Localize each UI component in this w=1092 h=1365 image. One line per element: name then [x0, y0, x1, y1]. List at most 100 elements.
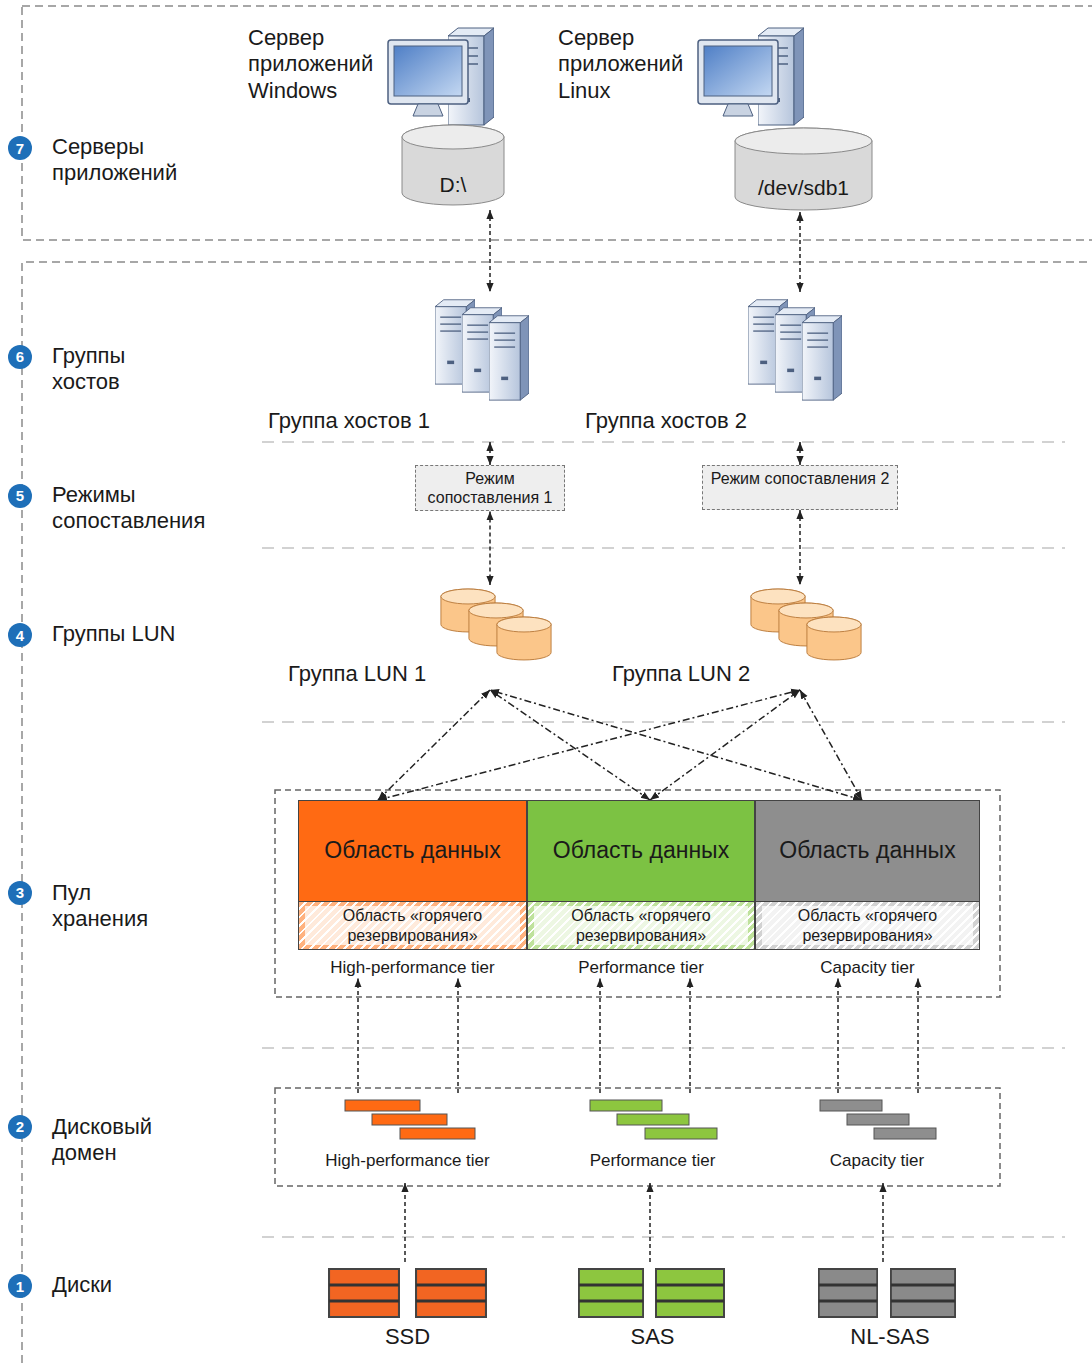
node-text: Область «горячего резервирования» [534, 906, 748, 944]
layer-label: Группы хостов [52, 343, 182, 396]
disk-domain-tier: Performance tier [565, 1093, 742, 1183]
connector-arrow [689, 978, 691, 1093]
host-group-icon [435, 300, 842, 400]
disk-icon-part [416, 1269, 486, 1317]
group-outline-part [275, 1088, 1000, 1186]
data-area: Область данных [299, 801, 526, 901]
lun-group: Группа LUN 2 [610, 585, 875, 690]
connector-arrow [599, 978, 601, 1093]
pool-tier: Область данныхОбласть «горячего резервир… [527, 800, 755, 978]
windows-server-icon [388, 28, 504, 205]
tier-area: Область данныхОбласть «горячего резервир… [298, 800, 527, 950]
group-outline [275, 790, 1000, 1186]
layer-separator [262, 442, 1065, 1237]
node-text: Область «горячего резервирования» [762, 906, 973, 944]
host-group: Группа хостов 1 [268, 292, 538, 442]
data-area: Область данных [528, 801, 754, 901]
disk-domain-tier: Capacity tier [812, 1093, 944, 1183]
connector-arrow [378, 690, 490, 800]
node-text: SSD [320, 1324, 495, 1350]
connector-arrow [649, 1183, 651, 1262]
node-text: Группа LUN 1 [288, 661, 426, 687]
callout-number: 4 [8, 623, 32, 647]
mapping-box: Режим сопоставления 2 [702, 465, 898, 510]
windows-server-icon-part [388, 40, 468, 104]
connector-arrow [800, 690, 862, 800]
group-outline-part [275, 790, 1000, 997]
layer-separator-part [262, 547, 1065, 549]
layer-label: Дисковый домен [52, 1114, 177, 1167]
connector-arrow [489, 442, 491, 465]
connector-arrow [457, 978, 459, 1093]
hot-spare-area: Область «горячего резервирования» [528, 901, 754, 949]
connector-arrow [799, 442, 801, 465]
connector-arrow [489, 511, 491, 585]
region-outline-part [22, 262, 1092, 1365]
callout-number: 2 [8, 1115, 32, 1139]
tier-stack-icon-part [874, 1128, 936, 1139]
windows-server-icon-part [394, 46, 462, 96]
connector-arrow [650, 690, 800, 800]
layer-separator-part [262, 441, 1065, 443]
windows-server-icon-part [402, 125, 504, 205]
node-text: Сервер приложений Windows [248, 25, 398, 104]
connector-arrow [799, 212, 801, 292]
linux-server-icon-part [698, 40, 778, 104]
connector-arrow [404, 1183, 406, 1262]
connector-arrow [917, 978, 919, 1093]
callout-number: 3 [8, 881, 32, 905]
layer-label: Серверы приложений [52, 134, 222, 187]
node-text: Группа LUN 2 [612, 661, 750, 687]
tier-stack-icon-part [820, 1100, 882, 1111]
windows-server-icon-part [402, 125, 504, 149]
application-server: Сервер приложений WindowsD:\ [245, 22, 506, 210]
disk-group: SAS [575, 1262, 732, 1357]
node-text: Capacity tier [755, 958, 980, 978]
node-text: SAS [575, 1324, 730, 1350]
connector-arrow [799, 510, 801, 585]
disk-icon-part [329, 1269, 399, 1317]
disk-domain-tier: High-performance tier [300, 1093, 517, 1183]
lun-group-icon [441, 589, 861, 660]
tier-stack-icon-part [372, 1114, 447, 1125]
connector-arrow [837, 978, 839, 1093]
linux-server-icon [698, 28, 872, 210]
mapping-box: Режим сопоставления 1 [415, 465, 565, 511]
node-text: Область данных [553, 837, 729, 865]
connector-arrow [489, 210, 491, 292]
node-text: Группа хостов 1 [268, 408, 430, 434]
layer-separator-part [262, 1236, 1065, 1238]
connector-arrow [378, 690, 800, 800]
application-server: Сервер приложений Linux/dev/sdb1 [555, 20, 875, 212]
connector-arrow [882, 1183, 884, 1262]
callout-number: 5 [8, 484, 32, 508]
callout-number: 6 [8, 345, 32, 369]
lun-group-icon-part [497, 617, 551, 660]
linux-server-icon-part [723, 104, 753, 116]
linux-server-icon-part [735, 128, 872, 210]
callout-number: 1 [8, 1274, 32, 1298]
disk-icon-part [891, 1269, 955, 1317]
layer-label: Группы LUN [52, 621, 242, 647]
connector-arrow [357, 978, 359, 1093]
disk-group: SSD [320, 1262, 497, 1357]
node-text: High-performance tier [298, 958, 527, 978]
node-text: Сервер приложений Linux [558, 25, 703, 104]
region-outline [22, 6, 1092, 1365]
layer-separator-part [262, 721, 1065, 723]
host-group-icon-part [489, 316, 529, 400]
host-group: Группа хостов 2 [585, 292, 825, 442]
tier-area: Область данныхОбласть «горячего резервир… [755, 800, 980, 950]
linux-server-icon-part [704, 46, 772, 96]
windows-server-icon-part [413, 104, 443, 116]
layer-label: Режимы сопоставления [52, 482, 237, 535]
lun-group-icon-part [807, 617, 861, 660]
node-text: Capacity tier [812, 1151, 942, 1171]
node-text: D:\ [402, 172, 504, 197]
node-text: Режим сопоставления 1 [422, 469, 558, 507]
layer-label: Диски [52, 1272, 242, 1298]
hot-spare-area: Область «горячего резервирования» [756, 901, 979, 949]
tier-stack-icon-part [345, 1100, 420, 1111]
disk-group: NL-SAS [815, 1262, 967, 1357]
